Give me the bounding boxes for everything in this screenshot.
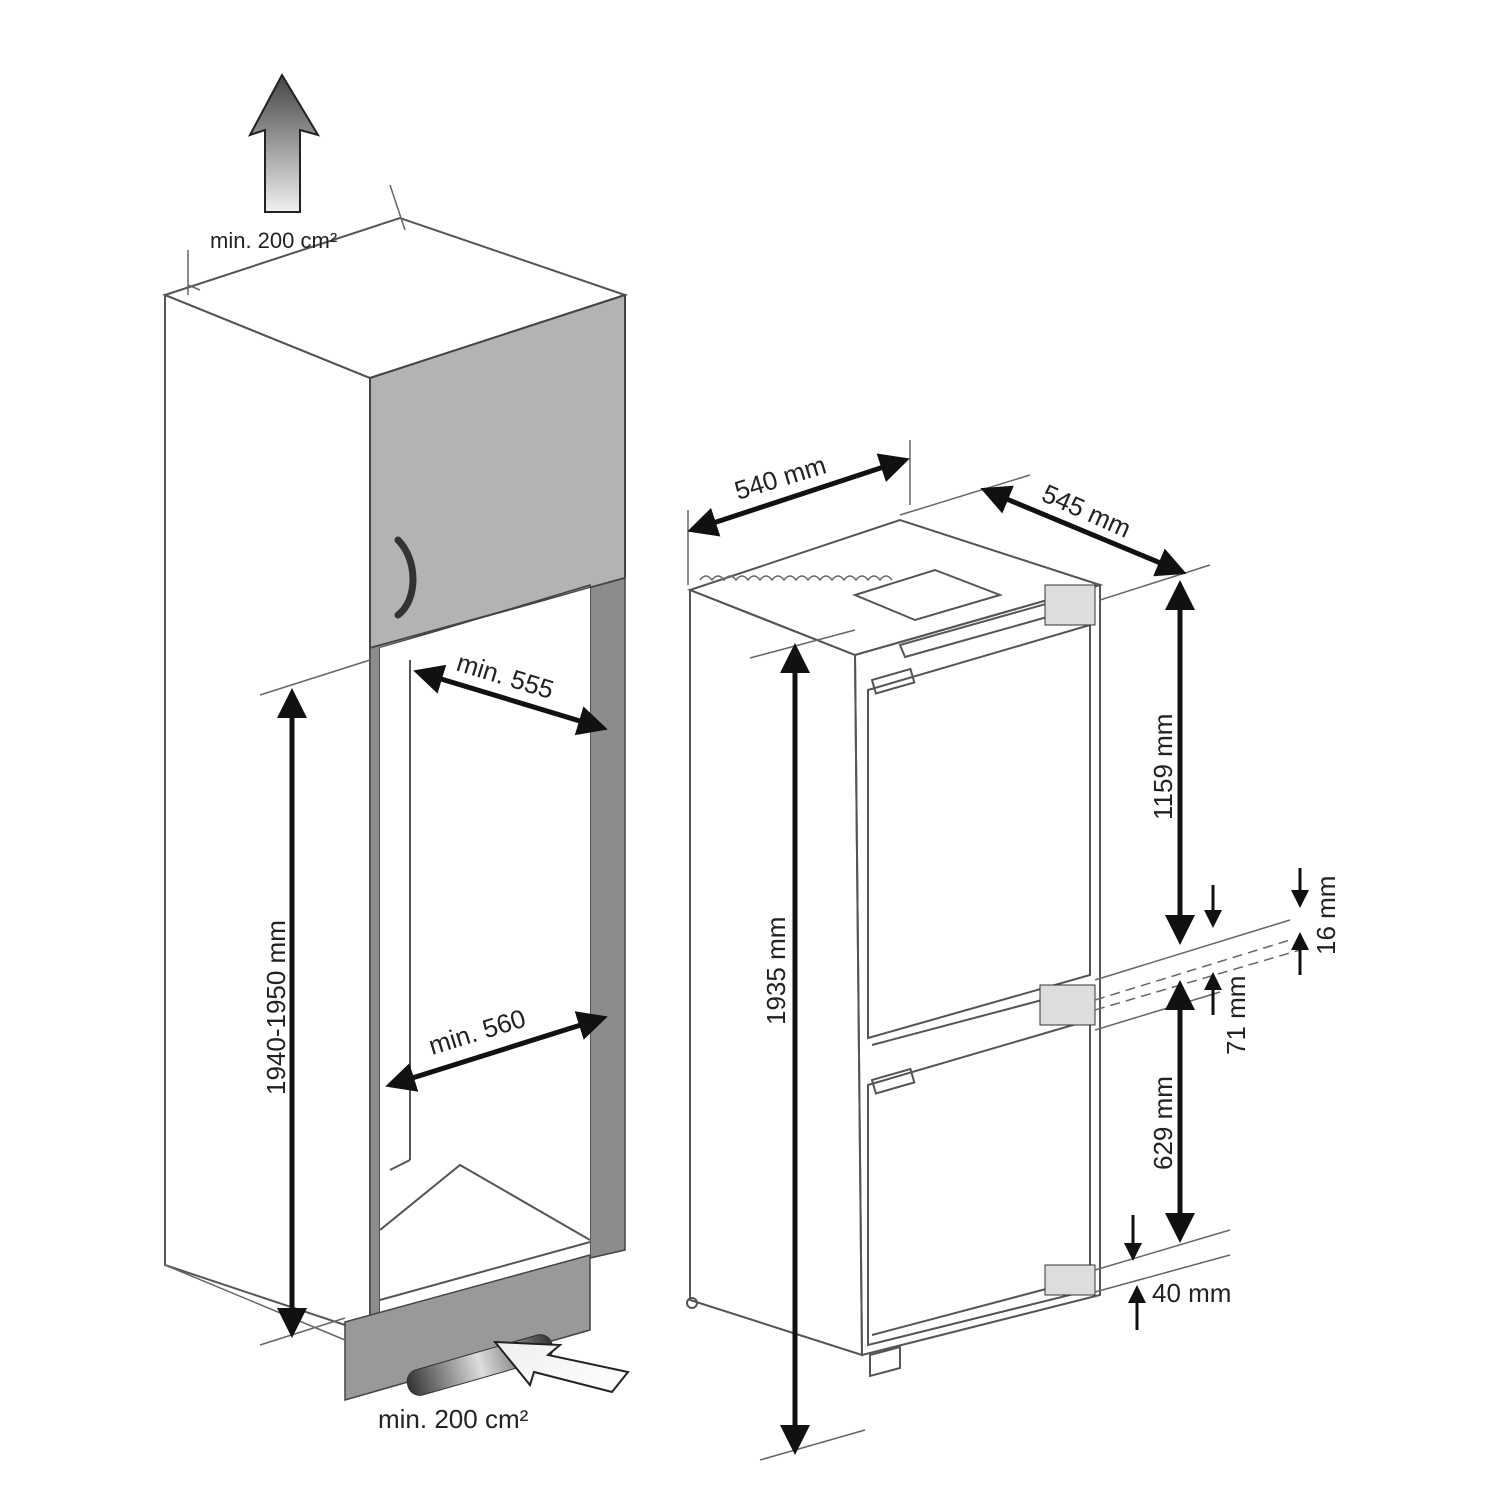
air-outlet-arrow-icon <box>247 72 321 213</box>
niche-height-label: 1940-1950 mm <box>261 920 291 1095</box>
niche-interior <box>380 588 590 1312</box>
lower-door-label: 629 mm <box>1148 1076 1178 1170</box>
appliance-depth-arrow <box>980 485 1187 577</box>
niche-depth-arrow <box>413 664 608 736</box>
upper-door-label: 1159 mm <box>1148 714 1178 820</box>
bottom-gap-label: 40 mm <box>1152 1278 1231 1308</box>
fridge-front <box>853 583 1101 1357</box>
middle-hinge <box>1039 984 1096 1026</box>
niche-width-arrow <box>385 1011 608 1092</box>
top-hinge <box>1044 584 1096 626</box>
air-inlet-arrow-icon <box>492 1340 630 1394</box>
appliance-width-arrow <box>687 453 910 537</box>
upper-gap-label: 16 mm <box>1311 876 1341 955</box>
bottom-hinge <box>1044 1264 1096 1296</box>
fridge-top <box>687 518 1104 657</box>
plinth <box>344 1254 591 1401</box>
cabinet-side-panel <box>164 293 371 1327</box>
fridge-freezer <box>686 518 1104 1378</box>
lower-door <box>867 1018 1091 1347</box>
door-handle <box>394 536 417 619</box>
middle-gap-label: 71 mm <box>1221 976 1251 1055</box>
bottom-vent-label: min. 200 cm² <box>378 1404 529 1434</box>
top-vent-label: min. 200 cm² <box>210 228 337 253</box>
upper-door <box>867 623 1091 1040</box>
appliance-width-label: 540 mm <box>731 450 830 506</box>
cabinet-niche <box>162 184 629 1401</box>
appliance-height-label: 1935 mm <box>761 917 791 1025</box>
